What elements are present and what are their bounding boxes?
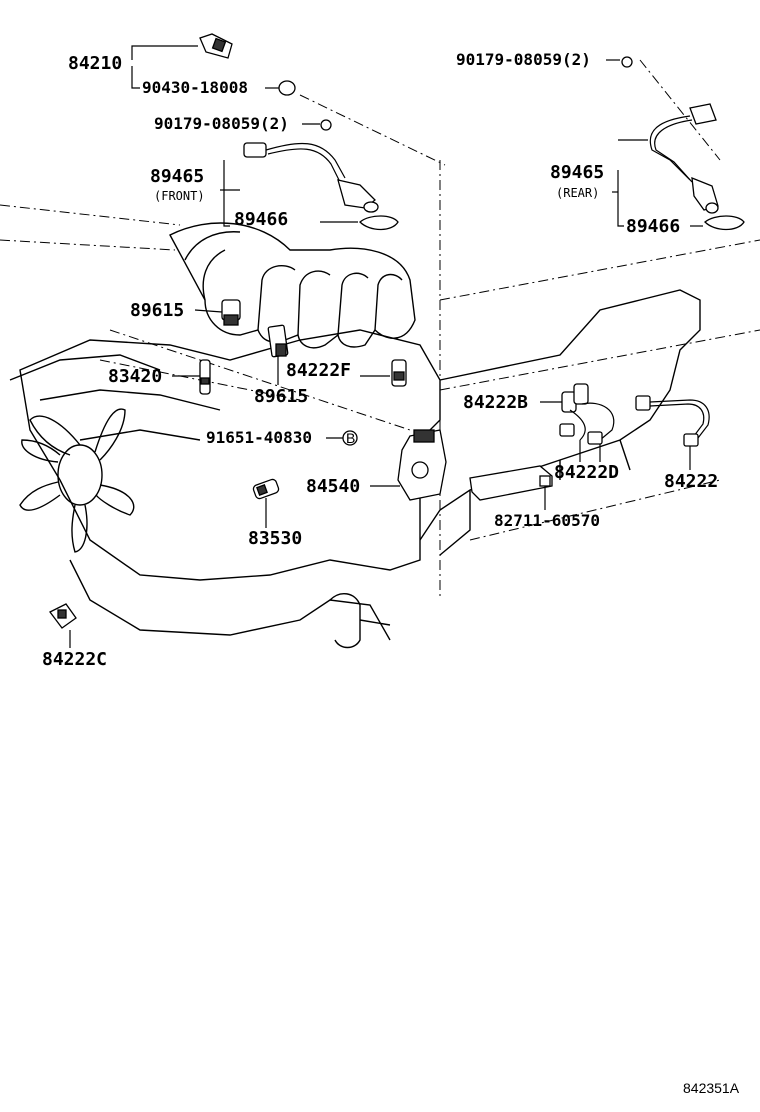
label-rear-note: (REAR)	[556, 186, 599, 200]
part-84222B-icon	[559, 383, 615, 445]
cooling-fan	[19, 408, 135, 553]
part-84222C-icon	[49, 603, 77, 629]
label-front-note: (FRONT)	[154, 189, 205, 203]
label-89465-rear: 89465	[550, 162, 604, 183]
gasket-front-icon	[359, 215, 399, 231]
label-90179-08059-right: 90179-08059(2)	[456, 50, 591, 69]
label-84210: 84210	[68, 53, 122, 74]
label-84222B: 84222B	[463, 392, 528, 413]
washer-icon	[278, 80, 296, 96]
nut-icon	[621, 56, 633, 68]
engine-outline	[0, 59, 760, 649]
label-89466-left: 89466	[234, 209, 288, 230]
label-83530: 83530	[248, 528, 302, 549]
part-89615-bottom-icon	[267, 324, 289, 358]
part-84210-icon	[199, 33, 233, 59]
part-84222F-icon	[391, 359, 407, 387]
label-90179-08059-left: 90179-08059(2)	[154, 114, 289, 133]
part-89615-top-icon	[221, 299, 241, 326]
part-84540-icon	[397, 429, 447, 501]
label-84222C: 84222C	[42, 649, 107, 670]
label-84540: 84540	[306, 476, 360, 497]
nut-icon	[320, 119, 332, 131]
label-89465-front: 89465	[150, 166, 204, 187]
label-90430-18008: 90430-18008	[142, 78, 248, 97]
part-84222-icon	[635, 395, 710, 447]
oxygen-sensor-rear-icon	[649, 103, 719, 214]
diagram-reference-code: 842351A	[683, 1080, 740, 1096]
label-84222: 84222	[664, 471, 718, 492]
gasket-rear-icon	[704, 215, 745, 231]
part-83530-icon	[252, 478, 280, 500]
bolt-mark-text: B	[346, 430, 355, 446]
label-82711-60570: 82711-60570	[494, 511, 600, 530]
label-84222D: 84222D	[554, 462, 619, 483]
part-83420-icon	[199, 359, 211, 395]
part-82711-icon	[469, 465, 553, 501]
bolt-b-icon: B	[342, 430, 358, 446]
oxygen-sensor-front-icon	[243, 142, 379, 213]
label-89466-right: 89466	[626, 216, 680, 237]
label-89615-bottom: 89615	[254, 386, 308, 407]
label-91651-40830: 91651-40830	[206, 428, 312, 447]
label-89615-top: 89615	[130, 300, 184, 321]
part-labels: 84210 90430-18008 90179-08059(2) 89465 (…	[42, 50, 718, 670]
leader-lines	[69, 45, 703, 648]
label-84222F: 84222F	[286, 360, 351, 381]
label-83420: 83420	[108, 366, 162, 387]
